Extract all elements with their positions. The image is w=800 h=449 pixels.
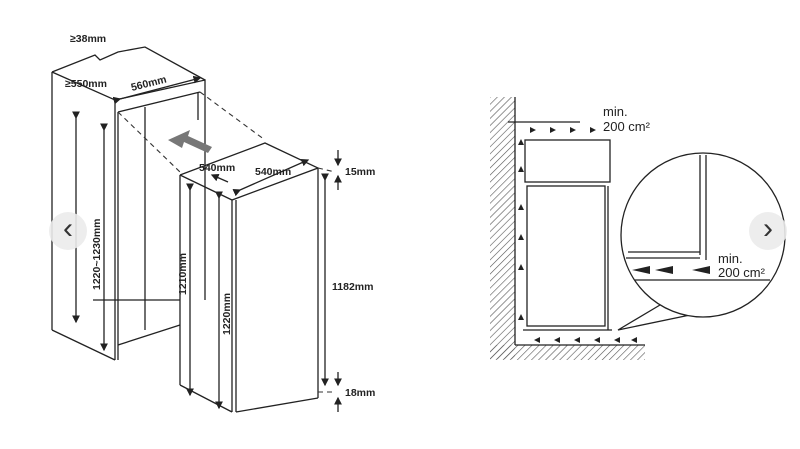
- appliance-drawing: [112, 75, 342, 413]
- carousel-next-button[interactable]: ›: [749, 212, 787, 250]
- dim-appliance-width: 540mm: [255, 166, 291, 178]
- dim-min-depth: ≥550mm: [65, 78, 107, 90]
- niche-cabinet-drawing: [51, 46, 266, 361]
- chevron-left-icon: ‹: [63, 212, 73, 245]
- dim-bottom-gap: 18mm: [345, 387, 375, 399]
- dim-top-gap: 15mm: [345, 166, 375, 178]
- bottom-vent-label-2: 200 cm²: [718, 265, 766, 280]
- bottom-vent-label-1: min.: [718, 251, 743, 266]
- dim-door-height: 1182mm: [332, 281, 373, 293]
- carousel-prev-button[interactable]: ‹: [49, 212, 87, 250]
- top-vent-label-2: 200 cm²: [603, 119, 651, 134]
- dim-appliance-depth: 540mm: [199, 162, 235, 174]
- dim-appliance-height: 1220mm: [221, 293, 233, 335]
- insert-direction-arrow: [168, 130, 212, 153]
- dim-inner-height: 1210mm: [177, 253, 189, 295]
- ventilation-drawing: [490, 97, 786, 360]
- dim-min-gap-top: ≥38mm: [70, 33, 106, 45]
- chevron-right-icon: ›: [763, 212, 773, 245]
- dim-niche-height: 1220~1230mm: [91, 218, 103, 290]
- top-vent-label-1: min.: [603, 104, 628, 119]
